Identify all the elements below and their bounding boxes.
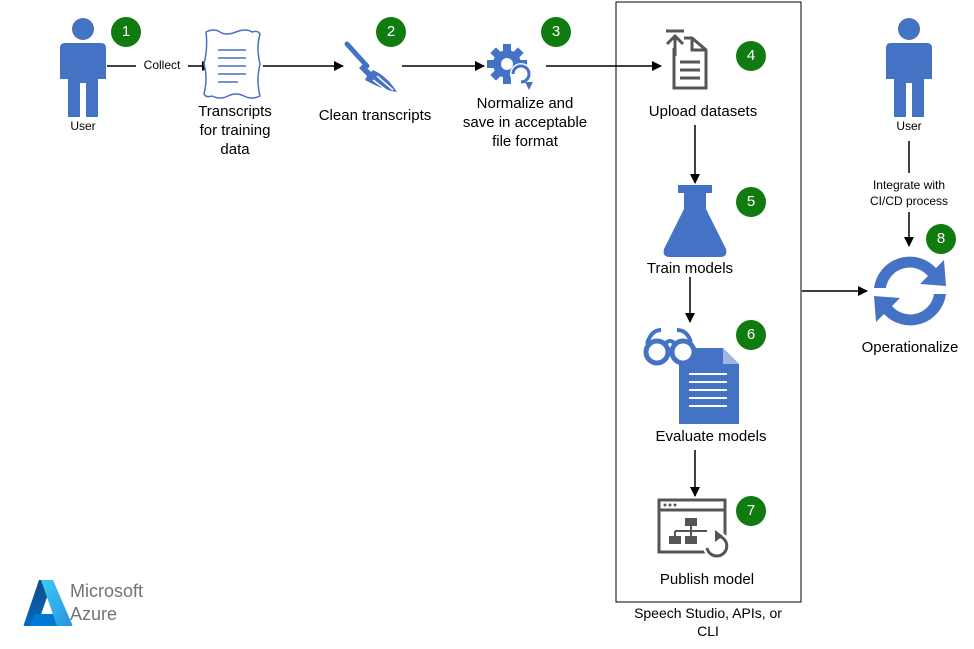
normalize-label-1: Normalize and: [476, 95, 574, 112]
transcripts-label-1: Transcripts: [198, 103, 272, 120]
evaluate-models-label: Evaluate models: [655, 428, 767, 445]
broom-icon: [344, 41, 397, 93]
train-models-label: Train models: [646, 260, 734, 277]
user-icon-right: [886, 18, 932, 117]
upload-document-icon: [665, 29, 708, 90]
step-badge-4: 4: [736, 41, 766, 71]
container-label-2: CLI: [697, 623, 719, 639]
integrate-label-1: Integrate with: [872, 178, 946, 192]
gear-refresh-icon: [487, 44, 533, 90]
flask-icon: [663, 185, 727, 257]
sync-icon: [874, 256, 946, 326]
brand-microsoft: Microsoft: [70, 581, 144, 601]
step-badge-6: 6: [736, 320, 766, 350]
clean-transcripts-label: Clean transcripts: [318, 107, 432, 124]
step-badge-1: 1: [111, 17, 141, 47]
normalize-label-3: file format: [492, 133, 558, 150]
transcripts-label-3: data: [220, 141, 250, 158]
normalize-label-2: save in acceptable: [462, 114, 588, 131]
step-badge-5: 5: [736, 187, 766, 217]
step-badge-7: 7: [736, 496, 766, 526]
user-icon: [60, 18, 106, 117]
brand-azure: Azure: [70, 604, 118, 624]
container-label-1: Speech Studio, APIs, or: [634, 605, 782, 621]
upload-datasets-label: Upload datasets: [648, 103, 758, 120]
step-badge-2: 2: [376, 17, 406, 47]
step-badge-3: 3: [541, 17, 571, 47]
operationalize-label: Operationalize: [861, 339, 959, 356]
azure-logo-icon: [23, 580, 73, 626]
publish-window-icon: [657, 498, 731, 560]
collect-label: Collect: [136, 58, 188, 73]
transcripts-label-2: for training: [199, 122, 271, 139]
user-label-right: User: [896, 119, 922, 133]
step-badge-8: 8: [926, 224, 956, 254]
glasses-document-icon: [643, 328, 739, 424]
transcripts-scroll-icon: [203, 29, 261, 99]
speech-studio-container: [615, 1, 802, 603]
publish-model-label: Publish model: [659, 571, 755, 588]
user-label-left: User: [70, 119, 96, 133]
integrate-label-2: CI/CD process: [869, 194, 949, 208]
